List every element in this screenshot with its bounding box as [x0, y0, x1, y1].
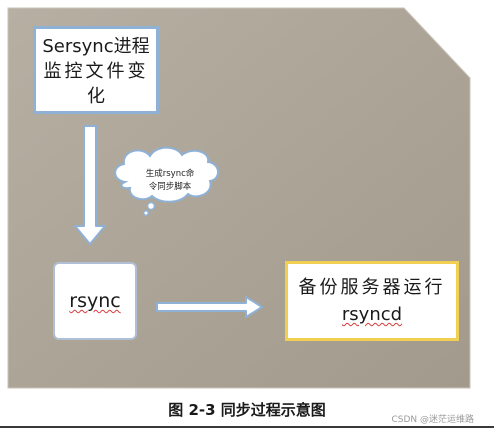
rsync-box: rsync	[53, 262, 137, 340]
cloud-callout-text: 生成rsync命 令同步脚本	[132, 163, 208, 199]
sersync-box-line-1: Sersync进程	[42, 35, 150, 57]
figure-caption: 图 2-3 同步过程示意图	[168, 401, 326, 419]
arrow-sersync-to-rsync	[74, 125, 106, 245]
cloud-callout-shape	[114, 146, 219, 217]
sersync-box-line-2: 监控文件变	[43, 60, 149, 82]
bottom-divider	[0, 426, 494, 428]
backup-server-box-line-2: rsyncd	[341, 304, 403, 325]
sersync-process-box: Sersync进程 监控文件变 化	[33, 26, 159, 114]
cloud-callout-line-2: 令同步脚本	[148, 182, 192, 192]
cloud-callout-line-1: 生成rsync命	[145, 169, 195, 179]
rsync-box-label: rsync	[69, 290, 121, 312]
backup-server-box: 备份服务器运行 rsyncd	[285, 261, 459, 341]
watermark: CSDN @迷茫运维路	[391, 415, 474, 425]
arrow-rsync-to-backup-server	[156, 296, 263, 318]
backup-server-box-line-1: 备份服务器运行	[298, 277, 446, 298]
sersync-box-line-3: 化	[87, 85, 105, 107]
